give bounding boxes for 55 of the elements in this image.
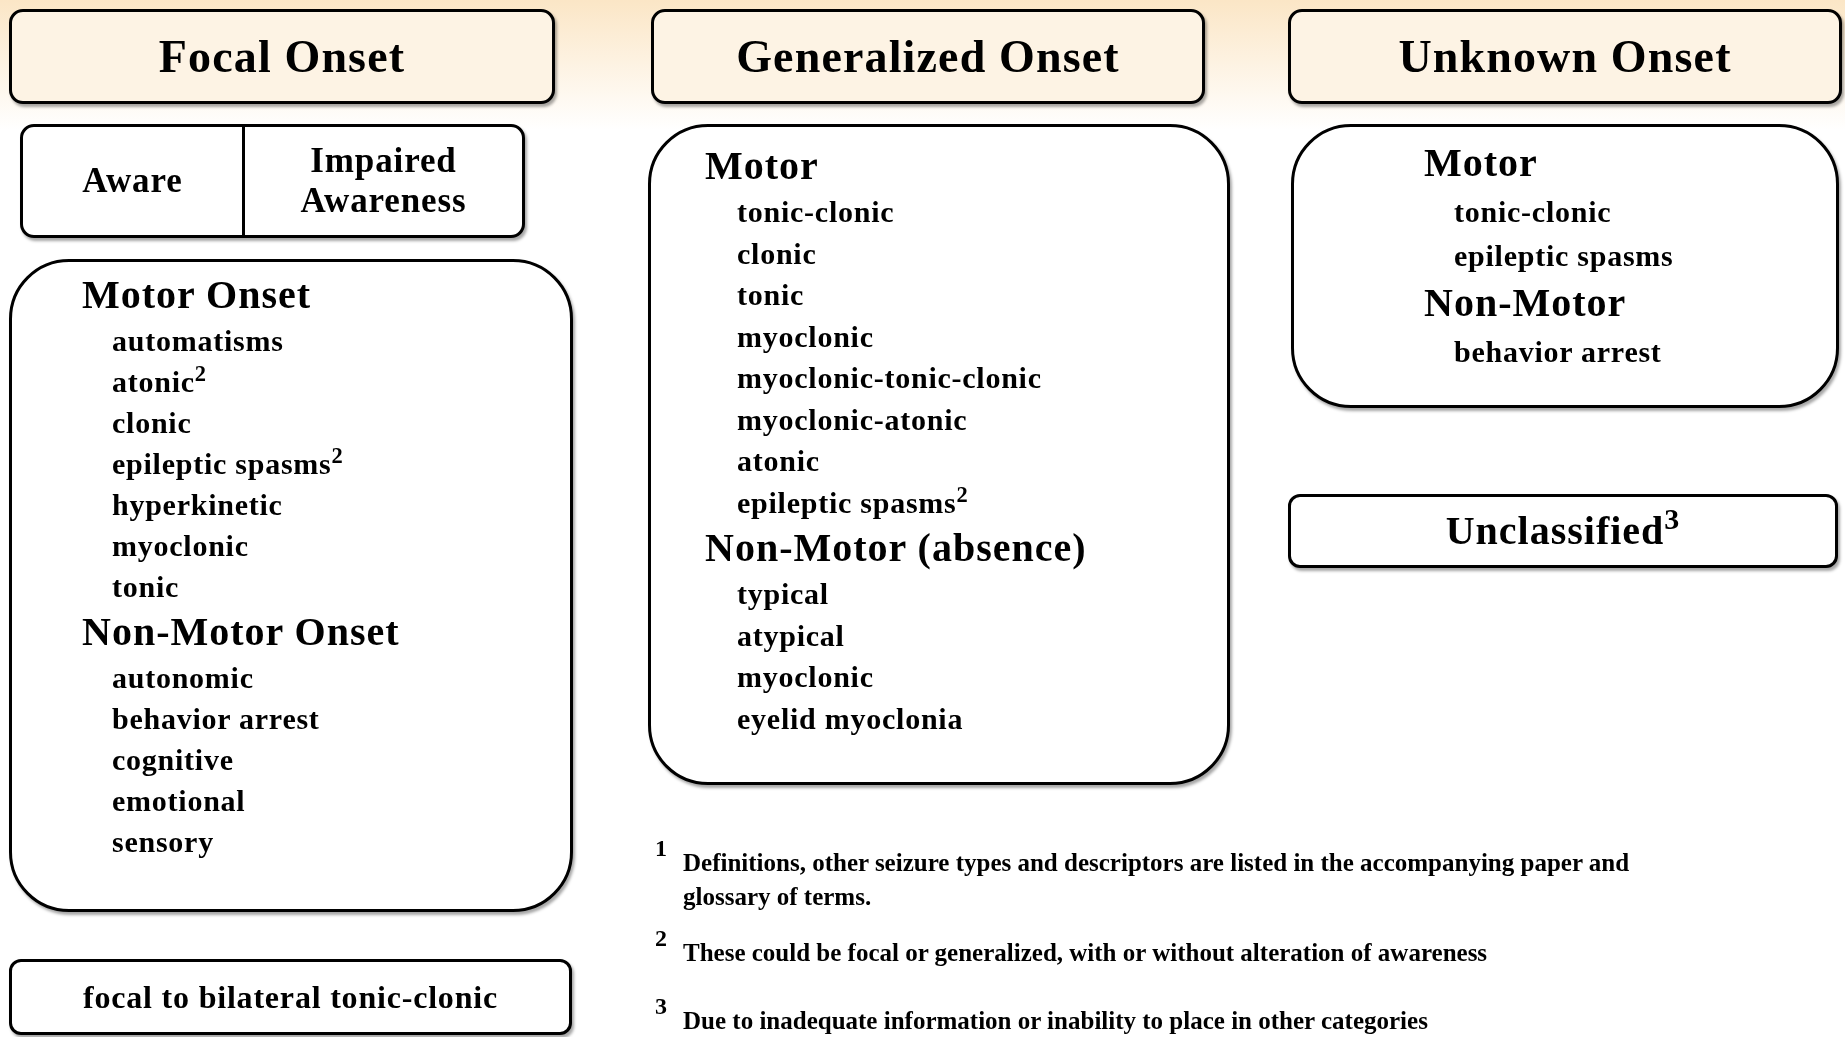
seizure-type-item: myoclonic-atonic	[737, 401, 968, 438]
seizure-type-item: clonic	[737, 235, 817, 272]
footnote-text: Due to inadequate information or inability to place in other categories	[683, 1006, 1428, 1036]
category-header-box	[651, 9, 1205, 104]
section-heading: Motor	[1424, 139, 1538, 187]
seizure-type-item: epileptic spasms	[1454, 237, 1674, 274]
seizure-type-item: myoclonic-tonic-clonic	[737, 360, 1042, 397]
seizure-type-item: atonic$^{2}$	[112, 359, 207, 400]
seizure-type-item: typical	[737, 576, 829, 613]
awareness-label: Impaired Awareness	[299, 140, 468, 222]
category-header-box	[9, 9, 555, 104]
seizure-type-item: autonomic	[112, 660, 254, 696]
seizure-type-item: clonic	[112, 405, 192, 441]
footnote-text: Definitions, other seizure types and descriptors are listed in the accompanying paper and glossary of terms.	[683, 848, 1631, 912]
section-heading: Motor	[705, 142, 819, 190]
seizure-type-item: tonic	[737, 277, 805, 314]
seizure-type-item: epileptic spasms$^{2}$	[737, 480, 969, 521]
awareness-box	[20, 124, 525, 238]
seizure-type-item: atonic	[737, 443, 820, 480]
footnote-number: 2	[655, 926, 667, 953]
seizure-type-item: atypical	[737, 617, 845, 654]
seizure-type-box	[9, 959, 572, 1035]
seizure-type-item: myoclonic	[112, 528, 249, 564]
seizure-type-item: myoclonic	[737, 318, 874, 355]
category-title: Unknown Onset	[1398, 30, 1732, 84]
category-header-box	[1288, 9, 1842, 104]
seizure-type-item: tonic-clonic	[737, 194, 895, 231]
seizure-type-item: epileptic spasms$^{2}$	[112, 441, 344, 482]
section-heading: Non-Motor (absence)	[705, 524, 1087, 572]
seizure-type-item: emotional	[112, 783, 246, 819]
seizure-type-item: eyelid myoclonia	[737, 700, 964, 737]
seizure-type-item: behavior arrest	[112, 701, 320, 737]
seizure-type-item: sensory	[112, 824, 214, 860]
awareness-label: Aware	[82, 160, 183, 202]
category-title: Focal Onset	[158, 30, 406, 84]
footnote-number: 3	[655, 994, 667, 1021]
seizure-type-item: myoclonic	[737, 659, 874, 696]
category-title: Generalized Onset	[736, 30, 1120, 84]
seizure-list-box	[9, 259, 573, 912]
seizure-type-item: cognitive	[112, 742, 234, 778]
seizure-type-item: tonic-clonic	[1454, 193, 1612, 230]
section-heading: Motor Onset	[82, 271, 312, 319]
section-heading: Non-Motor Onset	[82, 608, 400, 656]
footnote-text: These could be focal or generalized, with or without alteration of awareness	[683, 938, 1488, 968]
seizure-type-item: behavior arrest	[1454, 333, 1662, 370]
seizure-type-label: Unclassified$^{3}$	[1445, 501, 1681, 555]
footnote-number: 1	[655, 836, 667, 863]
seizure-type-label: focal to bilateral tonic-clonic	[83, 978, 498, 1017]
section-heading: Non-Motor	[1424, 279, 1627, 327]
seizure-type-box	[1288, 494, 1838, 568]
seizure-type-item: automatisms	[112, 323, 284, 359]
seizure-list-box	[648, 124, 1230, 785]
seizure-type-item: tonic	[112, 569, 180, 605]
seizure-type-item: hyperkinetic	[112, 487, 283, 523]
seizure-list-box	[1291, 124, 1839, 408]
